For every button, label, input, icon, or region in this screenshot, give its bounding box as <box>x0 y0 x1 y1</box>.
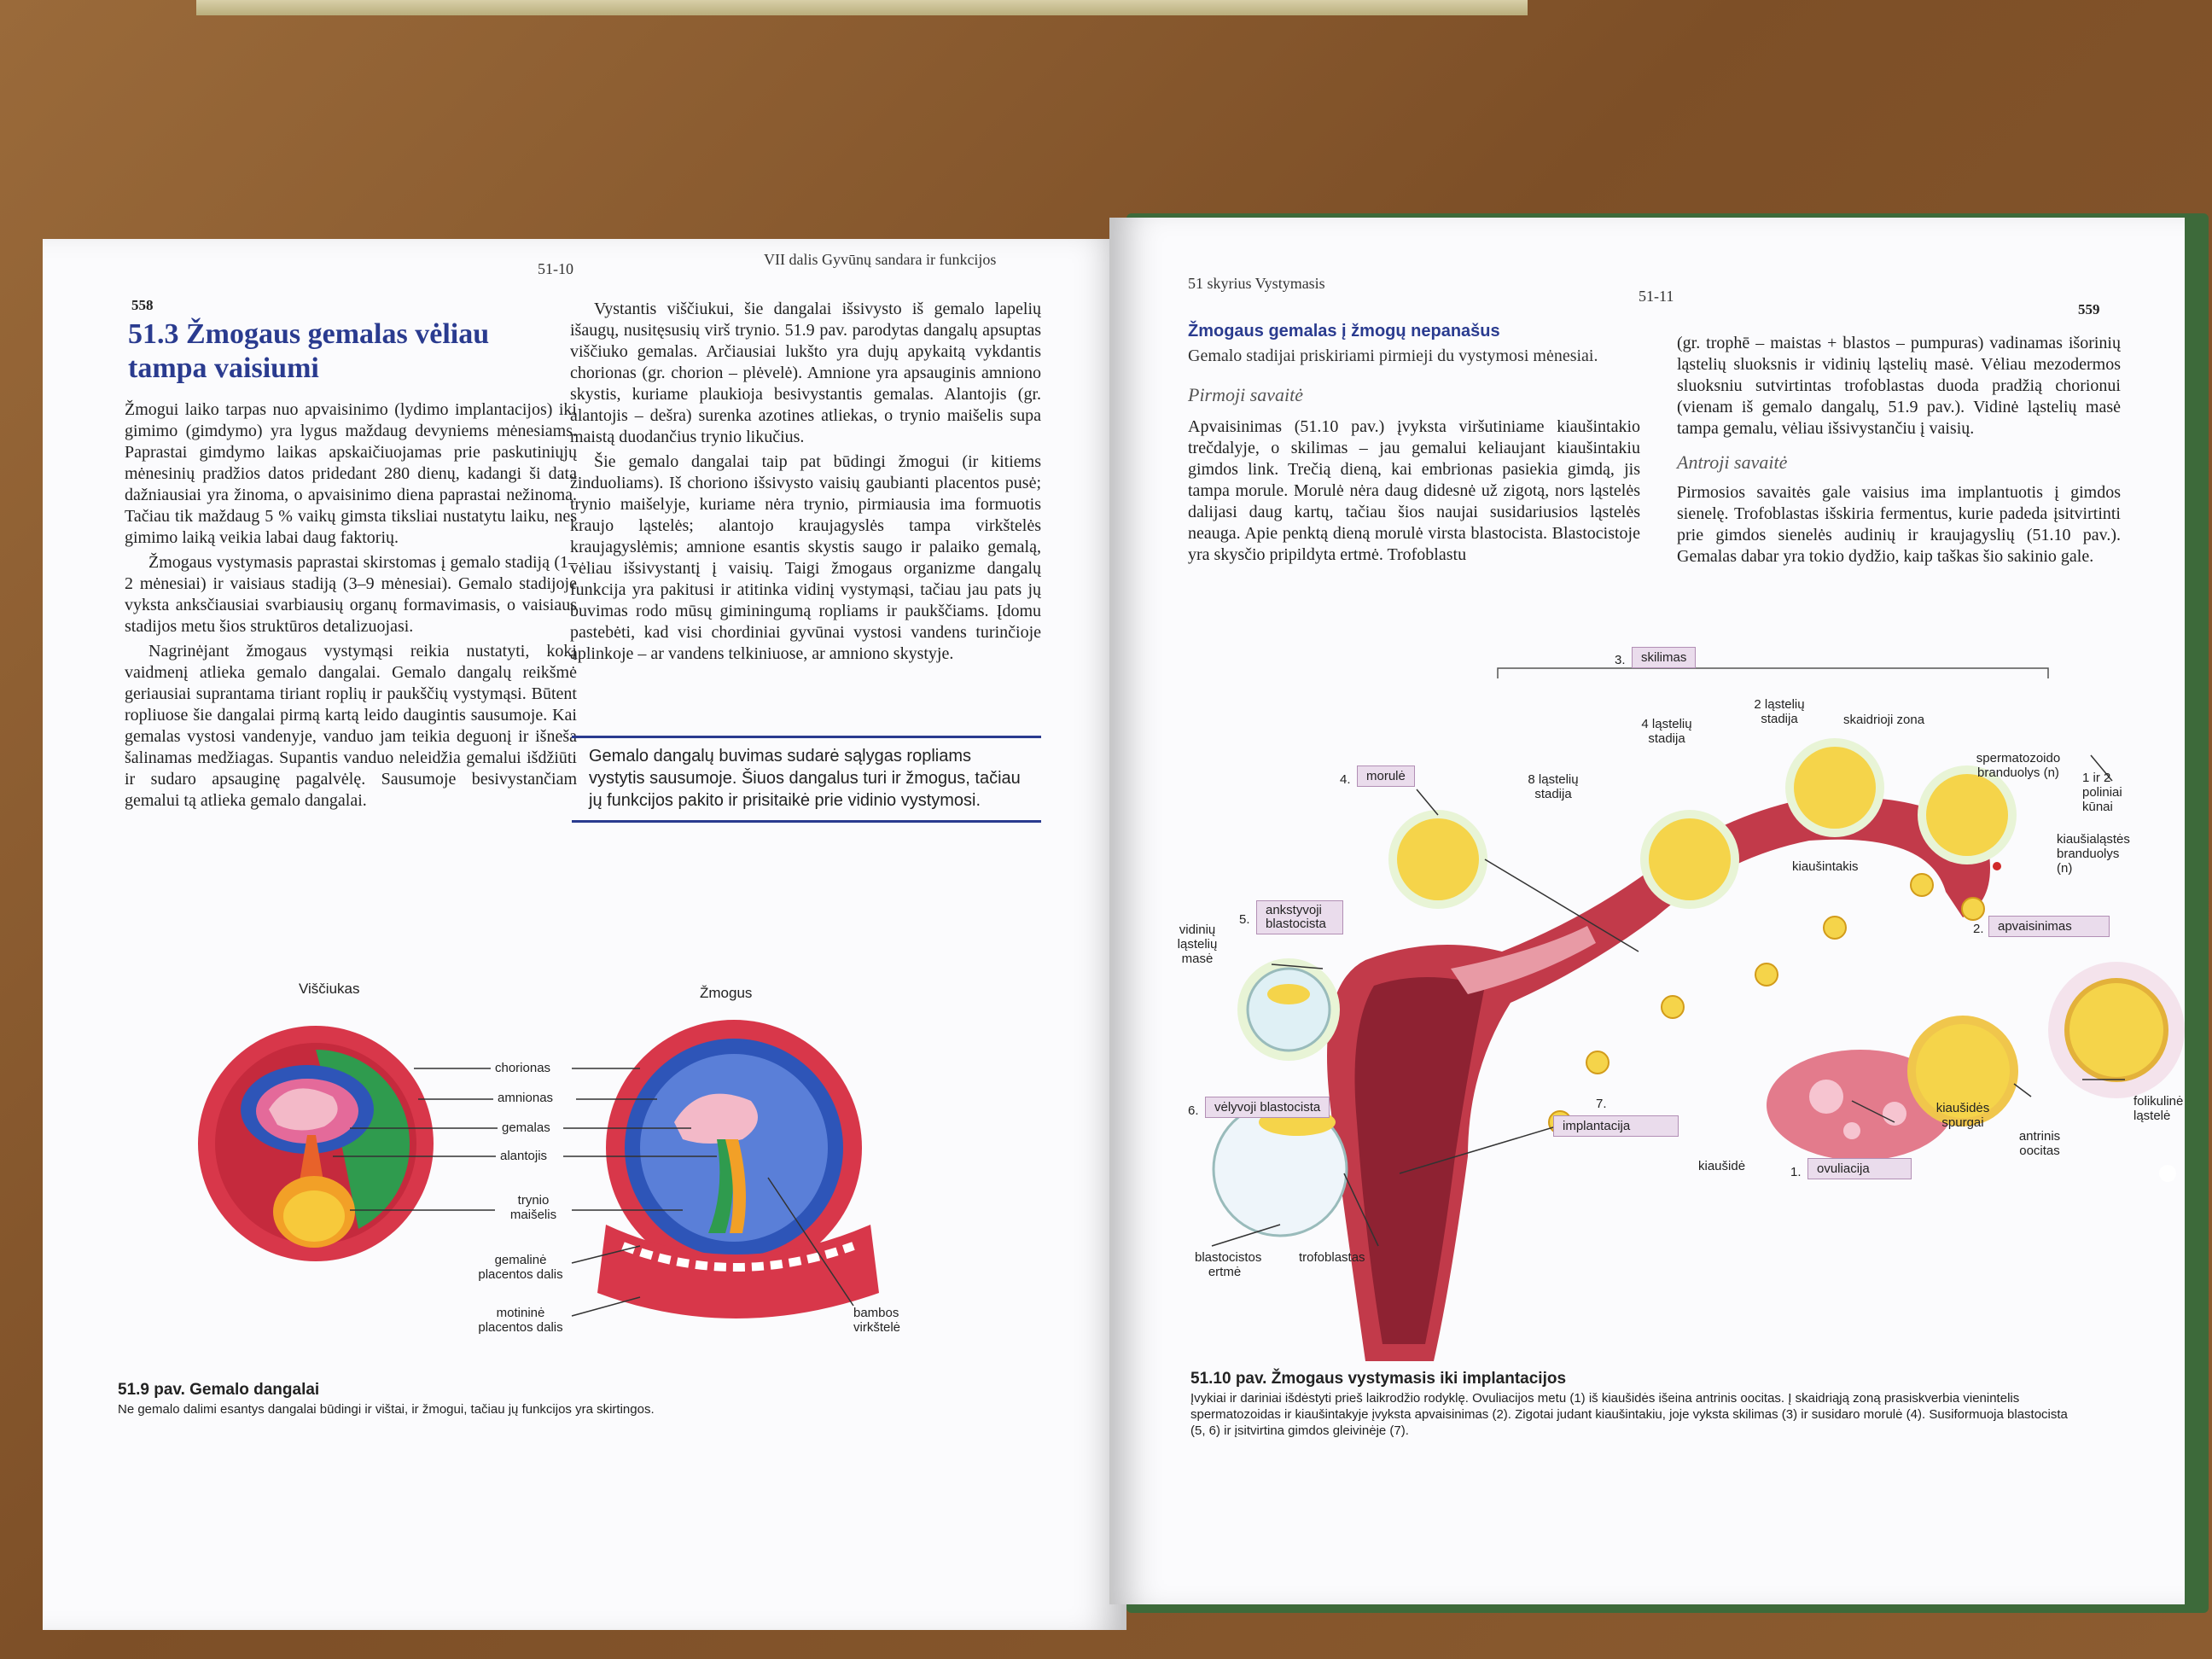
section-heading: Žmogaus gemalas į žmogų nepanašus <box>1188 322 1500 341</box>
top-strip <box>196 0 1528 15</box>
label-gemalas: gemalas <box>502 1121 550 1135</box>
label-trynio-maiselis: trynio maišelis <box>509 1193 557 1222</box>
label-implantacija: implantacija <box>1553 1115 1679 1137</box>
label-8-cell-stage: 8 ląstelių stadija <box>1528 772 1579 801</box>
label-kiauside: kiaušidė <box>1698 1159 1746 1173</box>
section-code: 51-11 <box>1639 288 1674 305</box>
number-5: 5. <box>1239 912 1250 927</box>
label-alantojis: alantojis <box>500 1149 548 1163</box>
right-page: 51 skyrius Vystymasis 51-11 559 Žmogaus … <box>1109 218 2185 1604</box>
page-number: 558 <box>131 297 154 313</box>
fig-title-chick: Viščiukas <box>299 981 360 997</box>
label-early-blastocyst: ankstyvoji blastocista <box>1256 900 1343 934</box>
number-2: 2. <box>1973 922 1984 936</box>
label-polar-bodies: 1 ir 2 poliniai kūnai <box>2082 771 2122 814</box>
label-amnionas: amnionas <box>498 1091 554 1105</box>
page-number: 559 <box>2078 301 2100 317</box>
label-skilimas: skilimas <box>1632 647 1697 668</box>
intro-text: Gemalo stadijai priskiriami pirmieji du … <box>1188 346 1598 365</box>
number-6: 6. <box>1188 1103 1199 1118</box>
number-4: 4. <box>1340 772 1351 787</box>
label-morule: morulė <box>1357 765 1415 787</box>
figure-caption-title: 51.10 pav. Žmogaus vystymasis iki implan… <box>1190 1370 1567 1388</box>
highlight-box: Gemalo dangalų buvimas sudarė sąlygas ro… <box>572 736 1041 823</box>
label-ovuliacija: ovuliacija <box>1807 1158 1912 1179</box>
number-3: 3. <box>1615 653 1626 667</box>
paragraph: Žmogaus vystymasis paprastai skirstomas … <box>125 553 577 636</box>
left-column: Žmogui laiko tarpas nuo apvaisinimo (lyd… <box>125 399 577 812</box>
subheading-second-week: Antroji savaitė <box>1677 451 1788 473</box>
label-follicular-cell: folikulinė ląstelė <box>2133 1094 2184 1123</box>
paragraph: (gr. trophē – maistas + blastos – pumpur… <box>1677 334 2121 438</box>
number-1: 1. <box>1790 1165 1802 1179</box>
label-zona-pellucida: skaidrioji zona <box>1843 713 1925 727</box>
label-blastocyst-cavity: blastocistos ertmė <box>1195 1250 1262 1279</box>
number-7: 7. <box>1596 1097 1607 1111</box>
left-page: 558 51-10 VII dalis Gyvūnų sandara ir fu… <box>43 239 1126 1630</box>
label-chorionas: chorionas <box>495 1061 551 1075</box>
paragraph: Apvaisinimas (51.10 pav.) įvyksta viršut… <box>1188 417 1640 564</box>
label-secondary-oocyte: antrinis oocitas <box>2018 1129 2061 1158</box>
paragraph: Žmogui laiko tarpas nuo apvaisinimo (lyd… <box>125 400 577 547</box>
label-2-cell-stage: 2 ląstelių stadija <box>1754 697 1805 726</box>
label-late-blastocyst: vėlyvoji blastocista <box>1205 1097 1330 1118</box>
subheading-first-week: Pirmoji savaitė <box>1188 384 1304 405</box>
left-column: Gemalo stadijai priskiriami pirmieji du … <box>1188 346 1640 566</box>
label-follicles: kiaušidės spurgai <box>1936 1101 1990 1130</box>
label-bambos-virkstele: bambos virkštelė <box>853 1306 901 1335</box>
development-illustration <box>1211 657 2185 1361</box>
label-kiausintakis: kiaušintakis <box>1792 859 1859 874</box>
section-code: 51-10 <box>538 260 573 277</box>
paragraph: Pirmosios savaitės gale vaisius ima impl… <box>1677 483 2121 566</box>
fig-title-human: Žmogus <box>700 985 753 1001</box>
label-motinine-placenta: motininė placentos dalis <box>478 1306 563 1335</box>
section-heading: 51.3 Žmogaus gemalas vėliau tampa vaisiu… <box>128 318 490 384</box>
figure-caption-text: Įvykiai ir dariniai išdėstyti prieš laik… <box>1190 1391 2068 1438</box>
running-head: 51 skyrius Vystymasis <box>1188 275 1325 292</box>
human-embryo-illustration <box>597 1020 879 1318</box>
label-sperm-nucleus: spermatozoido branduolys (n) <box>1976 751 2061 780</box>
right-column: (gr. trophē – maistas + blastos – pumpur… <box>1677 333 2121 568</box>
label-trophoblast: trofoblastas <box>1299 1250 1365 1265</box>
label-gemaline-placenta: gemalinė placentos dalis <box>478 1253 563 1282</box>
label-inner-cell-mass: vidinių ląstelių masė <box>1177 923 1218 966</box>
paragraph: Šie gemalo dangalai taip pat būdingi žmo… <box>570 452 1041 663</box>
paragraph: Nagrinėjant žmogaus vystymąsi reikia nus… <box>125 642 577 810</box>
right-column: Vystantis viščiukui, šie dangalai išsivy… <box>570 299 1041 665</box>
label-apvaisinimas: apvaisinimas <box>1988 916 2110 937</box>
figure-leader-lines <box>333 1068 854 1317</box>
figure-caption-title: 51.9 pav. Gemalo dangalai <box>118 1381 320 1399</box>
chick-embryo-illustration <box>198 1026 434 1261</box>
label-egg-nucleus: kiaušialąstės branduolys (n) <box>2057 832 2130 876</box>
running-head: VII dalis Gyvūnų sandara ir funkcijos <box>764 251 997 268</box>
figure-caption-text: Ne gemalo dalimi esantys dangalai būding… <box>118 1402 655 1417</box>
label-4-cell-stage: 4 ląstelių stadija <box>1641 717 1692 746</box>
paragraph: Vystantis viščiukui, šie dangalai išsivy… <box>570 300 1041 446</box>
